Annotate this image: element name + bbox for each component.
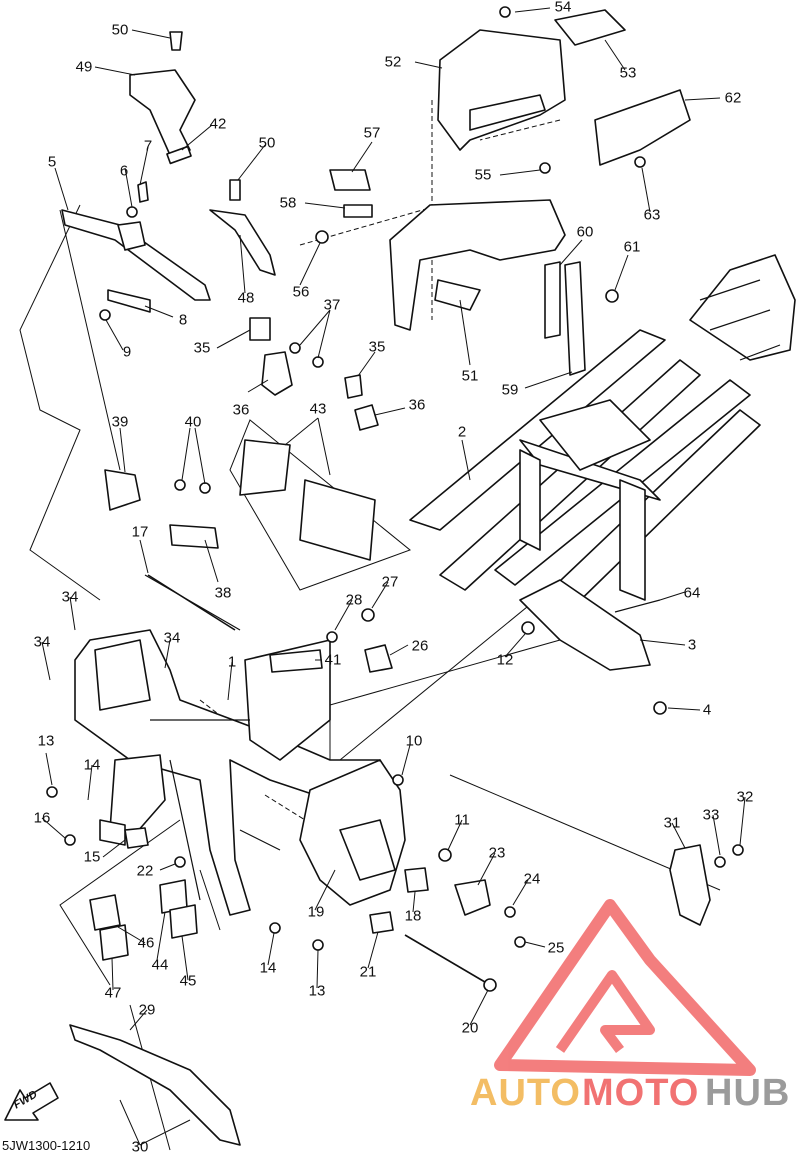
callout-45: 45	[179, 972, 197, 990]
callout-48: 48	[237, 289, 255, 307]
callout-5: 5	[47, 153, 57, 171]
watermark-text-moto: MOTO	[582, 1072, 700, 1114]
callout-38: 38	[214, 584, 232, 602]
battery-box-parts	[315, 6, 691, 376]
callout-36: 36	[408, 396, 426, 414]
callout-14: 14	[83, 756, 101, 774]
callout-58: 58	[279, 194, 297, 212]
callout-13: 13	[37, 732, 55, 750]
callout-6: 6	[119, 162, 129, 180]
callout-23: 23	[488, 844, 506, 862]
rear-mount-parts	[269, 579, 667, 715]
callout-47: 47	[104, 984, 122, 1002]
callout-20: 20	[461, 1019, 479, 1037]
fwd-arrow-icon	[4, 1082, 59, 1121]
callout-27: 27	[381, 573, 399, 591]
callout-64: 64	[683, 584, 701, 602]
callout-13: 13	[308, 982, 326, 1000]
callout-44: 44	[151, 956, 169, 974]
callout-50: 50	[258, 134, 276, 152]
callout-15: 15	[83, 848, 101, 866]
callout-40: 40	[184, 413, 202, 431]
callout-4: 4	[702, 701, 712, 719]
callout-34: 34	[61, 588, 79, 606]
callout-36: 36	[232, 401, 250, 419]
callout-10: 10	[405, 732, 423, 750]
callout-43: 43	[309, 400, 327, 418]
callout-24: 24	[523, 870, 541, 888]
callout-42: 42	[209, 115, 227, 133]
callout-55: 55	[474, 166, 492, 184]
callout-12: 12	[496, 651, 514, 669]
callout-35: 35	[368, 338, 386, 356]
callout-31: 31	[663, 814, 681, 832]
callout-32: 32	[736, 788, 754, 806]
callout-60: 60	[576, 223, 594, 241]
callout-63: 63	[643, 206, 661, 224]
callout-19: 19	[307, 903, 325, 921]
callout-7: 7	[143, 137, 153, 155]
reference-code: 5JW1300-1210	[2, 1138, 91, 1153]
callout-61: 61	[623, 238, 641, 256]
watermark-logo-icon	[494, 899, 756, 1076]
callout-25: 25	[547, 939, 565, 957]
callout-52: 52	[384, 53, 402, 71]
callout-33: 33	[702, 806, 720, 824]
callout-59: 59	[501, 381, 519, 399]
callout-8: 8	[178, 311, 188, 329]
callout-53: 53	[619, 64, 637, 82]
callout-18: 18	[404, 907, 422, 925]
callout-3: 3	[687, 636, 697, 654]
callout-28: 28	[345, 591, 363, 609]
callout-2: 2	[457, 423, 467, 441]
front-frame-part	[74, 629, 406, 916]
callout-51: 51	[461, 367, 479, 385]
callout-37: 37	[323, 296, 341, 314]
callout-49: 49	[75, 58, 93, 76]
callout-54: 54	[554, 0, 572, 16]
callout-57: 57	[363, 124, 381, 142]
callout-34: 34	[33, 633, 51, 651]
leader-lines	[41, 7, 746, 1146]
callout-41: 41	[324, 651, 342, 669]
main-frame-part	[409, 254, 796, 621]
callout-9: 9	[122, 343, 132, 361]
callout-62: 62	[724, 89, 742, 107]
callout-16: 16	[33, 809, 51, 827]
callout-29: 29	[138, 1001, 156, 1019]
callout-17: 17	[131, 523, 149, 541]
callout-46: 46	[137, 934, 155, 952]
watermark-text-hub: HUB	[705, 1072, 791, 1114]
callout-1: 1	[227, 653, 237, 671]
callout-11: 11	[454, 811, 470, 829]
lower-left-parts	[46, 754, 241, 1146]
callout-26: 26	[411, 637, 429, 655]
callout-34: 34	[163, 629, 181, 647]
callout-22: 22	[136, 862, 154, 880]
callout-39: 39	[111, 413, 129, 431]
upper-left-brackets	[61, 31, 276, 321]
middle-small-parts	[104, 317, 379, 631]
lower-right-parts	[147, 574, 744, 992]
callout-30: 30	[131, 1138, 149, 1156]
callout-35: 35	[193, 339, 211, 357]
callout-56: 56	[292, 283, 310, 301]
callout-50: 50	[111, 21, 129, 39]
callout-21: 21	[359, 963, 377, 981]
watermark-text-auto: AUTO	[470, 1072, 581, 1114]
callout-14: 14	[259, 959, 277, 977]
